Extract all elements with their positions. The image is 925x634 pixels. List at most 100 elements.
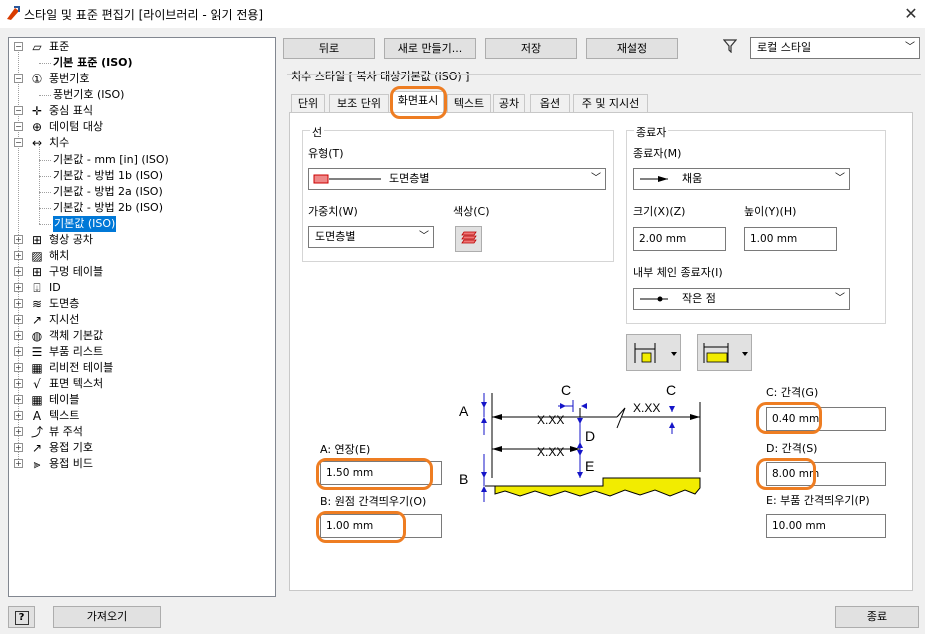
tree-item[interactable]: 뷰 주석 [49,425,83,438]
tree-toggle[interactable]: + [14,459,23,468]
tree-toggle[interactable]: + [14,363,23,372]
line-weight-select[interactable]: 도면층별﹀ [308,226,434,248]
b-origin-offset-label: B: 원점 간격띄우기(O) [320,495,427,508]
tree-toggle[interactable]: + [14,283,23,292]
line-type-select[interactable]: 도면층별 ﹀ [308,168,606,190]
tree-item[interactable]: 기본값 (ISO) [53,216,117,232]
tree-item[interactable]: 테이블 [49,393,80,406]
chevron-down-icon: ﹀ [835,173,845,184]
tree-item[interactable]: 부품 리스트 [49,345,104,358]
tree-item[interactable]: 표면 텍스처 [49,377,104,390]
diagram-xx-1: X.XX [537,413,565,427]
tree-toggle[interactable]: + [14,395,23,404]
close-window-button[interactable]: ✕ [904,4,918,23]
tree-item[interactable]: 데이텀 대상 [49,120,104,133]
tab-text[interactable]: 텍스트 [447,94,491,113]
tree-item[interactable]: 지시선 [49,313,80,326]
alignment-style-button[interactable] [697,334,752,371]
e-part-offset-field[interactable]: 10.00 mm [766,514,886,538]
tree-toggle[interactable]: + [14,331,23,340]
b-origin-offset-field[interactable]: 1.00 mm [320,514,442,538]
tree-toggle[interactable]: + [14,251,23,260]
tree-toggle[interactable]: + [14,411,23,420]
tree-item[interactable]: 표준 [49,40,70,53]
tree-toggle[interactable]: − [14,138,23,147]
back-button[interactable]: 뒤로 [283,38,375,59]
size-field[interactable]: 2.00 mm [633,227,726,251]
filter-icon[interactable] [723,39,737,53]
tree-toggle[interactable]: + [14,443,23,452]
tree-item[interactable]: 기본값 - 방법 1b (ISO) [53,169,164,182]
tree-item[interactable]: 객체 기본값 [49,329,104,342]
reset-button[interactable]: 재설정 [586,38,678,59]
tab-tolerance[interactable]: 공차 [493,94,525,113]
tree-item[interactable]: 텍스트 [49,409,80,422]
tree-toggle[interactable]: − [14,106,23,115]
inner-terminator-select[interactable]: 작은 점 ﹀ [633,288,850,310]
extension-style-button[interactable] [626,334,681,371]
tree-item[interactable]: 중심 표식 [49,104,93,117]
tree-item[interactable]: 풍번기호 [49,72,90,85]
line-color-button[interactable] [455,226,482,252]
tree-item[interactable]: 해치 [49,249,70,262]
tree-item[interactable]: 용접 비드 [49,457,93,470]
tab-alt-units[interactable]: 보조 단위 [329,94,389,113]
new-button[interactable]: 새로 만들기... [384,38,476,59]
window-title: 스타일 및 표준 편집기 [라이브러리 - 읽기 전용] [24,8,264,22]
tree-toggle[interactable]: + [14,235,23,244]
tab-options[interactable]: 옵션 [530,94,570,113]
highlight-display-tab [390,86,447,119]
tree-item[interactable]: ID [49,281,61,294]
tree-toggle[interactable]: + [14,347,23,356]
d-spacing-label: D: 간격(S) [766,442,818,455]
tree-toggle[interactable]: − [14,42,23,51]
import-button[interactable]: 가져오기 [53,606,161,628]
standard-icon: ▱ [32,40,42,54]
tree-item[interactable]: 구멍 테이블 [49,265,104,278]
tree-toggle[interactable]: + [14,315,23,324]
tree-item[interactable]: 도면층 [49,297,80,310]
tree-item[interactable]: 기본값 - mm [in] (ISO) [53,153,169,166]
tree-item[interactable]: 풍번기호 (ISO) [53,88,125,101]
c-gap-field[interactable]: 0.40 mm [766,407,886,431]
d-spacing-field[interactable]: 8.00 mm [766,462,886,486]
height-field[interactable]: 1.00 mm [744,227,837,251]
tree-toggle[interactable]: + [14,267,23,276]
terminator-select[interactable]: 채움 ﹀ [633,168,850,190]
diagram-xx-3: X.XX [537,445,565,459]
tree-item[interactable]: 기본값 - 방법 2a (ISO) [53,185,163,198]
terminator-label: 종료자(M) [633,147,682,160]
tree-branch [39,224,51,225]
weld-bead-icon: ⫸ [33,457,41,471]
tree-item[interactable]: 치수 [49,136,70,149]
help-button[interactable]: ? [8,606,35,628]
tree-item[interactable]: 기본 표준 (ISO) [53,56,133,69]
save-button[interactable]: 저장 [485,38,577,59]
chevron-down-icon: ﹀ [905,42,915,53]
tree-item[interactable]: 용접 기호 [49,441,93,454]
close-button[interactable]: 종료 [835,606,919,628]
tree-item[interactable]: 형상 공차 [49,233,93,246]
highlight-a-field [316,458,433,490]
tree-item[interactable]: 리비전 테이블 [49,361,114,374]
tree-toggle[interactable]: + [14,379,23,388]
tree-branch [39,208,51,209]
terminator-group-title: 종료자 [634,124,669,140]
a-extension-field[interactable]: 1.50 mm [320,461,442,485]
tree-toggle[interactable]: − [14,122,23,131]
tab-units[interactable]: 단위 [291,94,325,113]
filter-select[interactable]: 로컬 스타일 ﹀ [750,37,920,59]
view-annotation-icon: ⤴ [30,425,43,439]
tree-toggle[interactable]: + [14,299,23,308]
filter-value: 로컬 스타일 [757,41,812,54]
feature-control-icon: ⊞ [31,233,43,247]
tree-item[interactable]: 기본값 - 방법 2b (ISO) [53,201,164,214]
tab-display[interactable]: 화면표시 [392,91,444,113]
tree-toggle[interactable]: + [14,427,23,436]
diagram-a: A [459,403,469,419]
hatch-icon: ▨ [31,249,43,263]
dimension-icon: ↔ [31,136,43,150]
tree-toggle[interactable]: − [14,74,23,83]
tab-notes-leaders[interactable]: 주 및 지시선 [573,94,648,113]
